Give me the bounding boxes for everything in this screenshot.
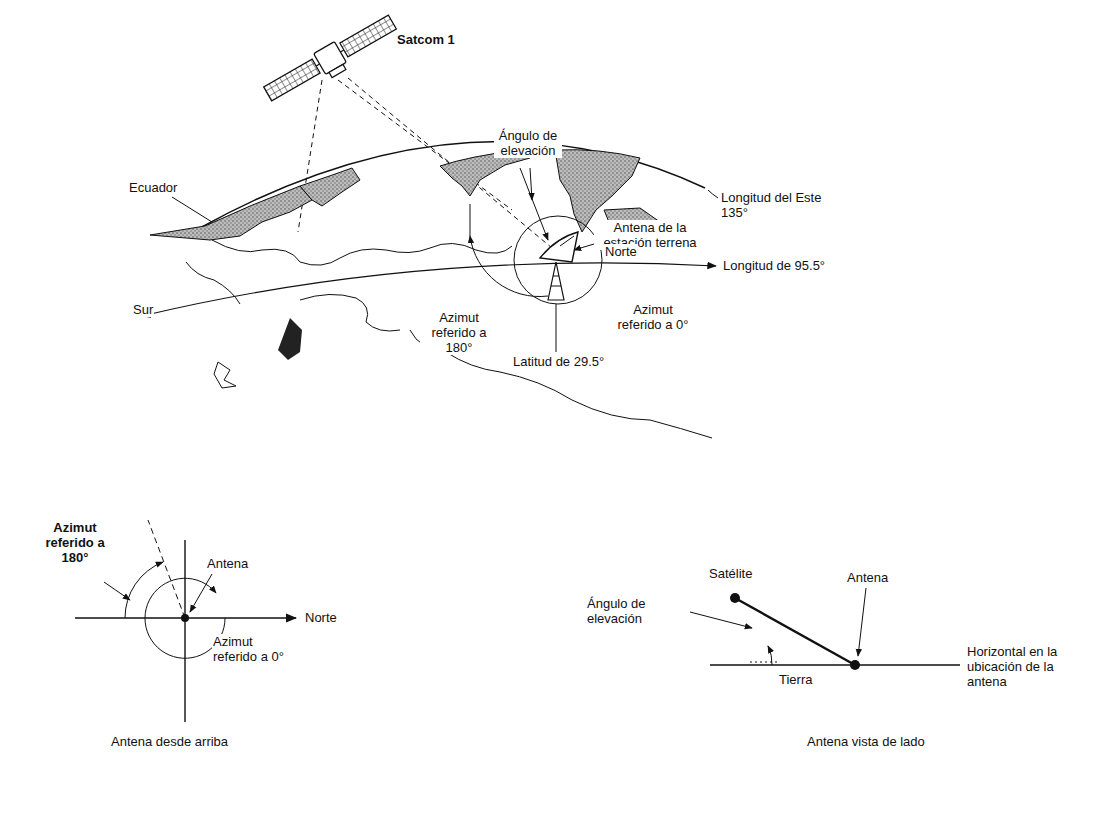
label: Antena vista de lado <box>806 734 926 749</box>
label: Antena <box>206 556 249 571</box>
label: Antena <box>846 570 889 585</box>
label: Longitud del Este 135° <box>720 190 832 220</box>
label: Sur <box>132 302 154 317</box>
label: Antena desde arriba <box>110 734 229 749</box>
label: Azimut referido a 0° <box>212 634 294 664</box>
label: Azimut referido a 180° <box>36 520 114 565</box>
label: Tierra <box>778 672 813 687</box>
label: Azimut referido a 0° <box>614 302 692 332</box>
label: Norte <box>604 244 638 259</box>
label: Satélite <box>708 566 753 581</box>
label: Horizontal en la ubicación de la antena <box>966 644 1098 689</box>
label: Longitud de 95.5° <box>722 258 826 273</box>
label: Norte <box>304 610 338 625</box>
label: Azimut referido a 180° <box>420 310 498 355</box>
label: Ángulo de elevación <box>494 128 562 158</box>
label: Latitud de 29.5° <box>512 354 605 369</box>
label: Ecuador <box>128 180 178 195</box>
label: Satcom 1 <box>396 32 456 47</box>
label: Ángulo de elevación <box>586 596 688 626</box>
